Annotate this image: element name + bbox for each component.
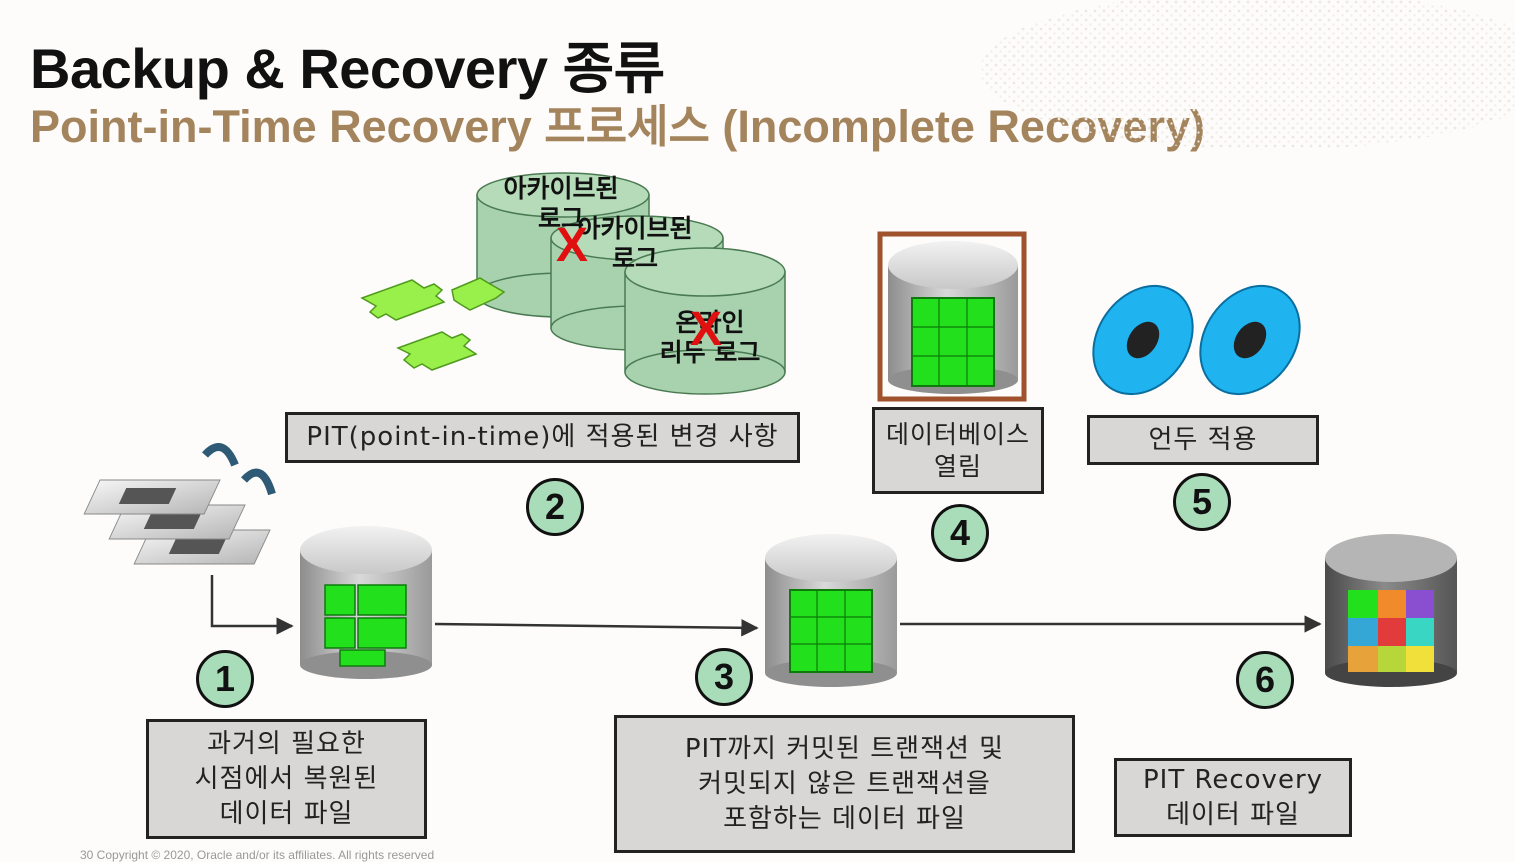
final-files-label: PIT Recovery 데이터 파일 [1142, 764, 1324, 830]
red-x-icon: X [690, 303, 723, 356]
restored-files-box: 과거의 필요한 시점에서 복원된 데이터 파일 [146, 719, 427, 839]
page-subtitle: Point-in-Time Recovery 프로세스 (Incomplete … [30, 101, 1206, 152]
step-1-badge: 1 [196, 650, 254, 708]
db-open-cylinder [888, 241, 1018, 394]
flow-arrows [210, 575, 1322, 637]
db-open-box: 데이터베이스 열림 [872, 407, 1044, 494]
undo-disk-icon-2 [1199, 284, 1301, 396]
db-open-label: 데이터베이스 열림 [885, 419, 1030, 481]
final-files-box: PIT Recovery 데이터 파일 [1114, 758, 1352, 837]
online-redo-log-label: 온라인 리두 로그 [659, 308, 761, 367]
db-restored-cylinder [300, 526, 432, 679]
undo-disk-icon-1 [1092, 284, 1194, 396]
restored-files-label: 과거의 필요한 시점에서 복원된 데이터 파일 [194, 728, 379, 829]
pit-files-box: PIT까지 커밋된 트랜잭션 및 커밋되지 않은 트랜잭션을 포함하는 데이터 … [614, 715, 1075, 853]
footer-copyright: 30 Copyright © 2020, Oracle and/or its a… [80, 848, 435, 862]
arrow-db1-to-db3 [434, 619, 759, 637]
step-3-badge: 3 [695, 648, 753, 706]
step-5-badge: 5 [1173, 473, 1231, 531]
db-pit-cylinder [765, 534, 897, 687]
page-title: Backup & Recovery 종류 [30, 37, 665, 100]
archived-log-label-1: 아카이브된 로그 [503, 174, 619, 233]
red-x-icon: X [556, 219, 589, 272]
step-4-badge: 4 [931, 504, 989, 562]
puzzle-pieces-icon [360, 277, 506, 371]
undo-label: 언두 적용 [1148, 424, 1258, 455]
undo-box: 언두 적용 [1087, 415, 1319, 465]
background-texture [980, 0, 1515, 150]
backup-tapes-icon [83, 443, 276, 565]
db-open-highlight-frame [877, 231, 1027, 402]
step-2-badge: 2 [526, 478, 584, 536]
pit-files-label: PIT까지 커밋된 트랜잭션 및 커밋되지 않은 트랜잭션을 포함하는 데이터 … [684, 733, 1005, 834]
pit-changes-label: PIT(point-in-time)에 적용된 변경 사항 [306, 422, 779, 452]
archived-log-label-2: 아카이브된 로그 [577, 214, 693, 273]
pit-changes-box: PIT(point-in-time)에 적용된 변경 사항 [285, 412, 800, 463]
db-final-cylinder [1325, 534, 1457, 687]
online-redo-log-cylinder [624, 247, 786, 395]
step-6-badge: 6 [1236, 651, 1294, 709]
arrow-tape-to-db1 [210, 575, 294, 635]
